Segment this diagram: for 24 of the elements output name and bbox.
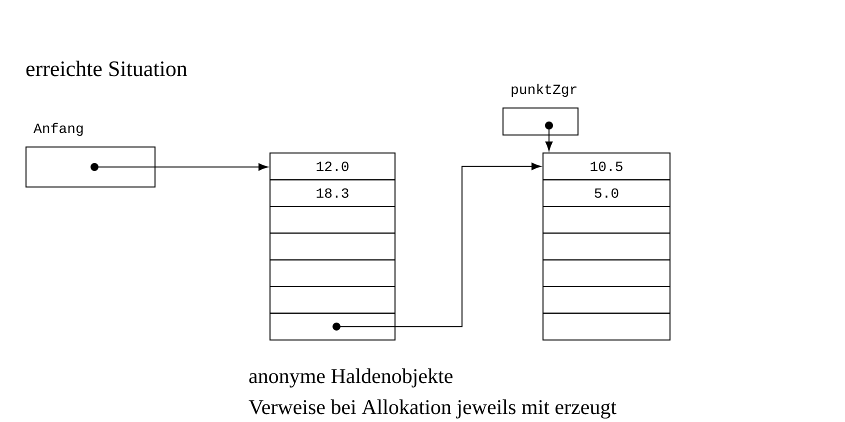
- memory-cell: [270, 312, 396, 340]
- memory-cell: [270, 232, 396, 260]
- memory-cell: 10.5: [542, 152, 670, 180]
- note: anonyme Haldenobjekte: [249, 368, 452, 388]
- arrow: [332, 162, 541, 331]
- arrow: [90, 163, 268, 171]
- pointer-variable-box: Anfang: [26, 122, 156, 188]
- memory-cell: [542, 206, 670, 234]
- memory-cell: [270, 206, 396, 234]
- memory-cell: [542, 286, 670, 314]
- memory-cell: 5.0: [542, 179, 670, 207]
- node-label: Anfang: [34, 122, 83, 136]
- note: Verweise bei Allokation jeweils mit erzeugt: [248, 399, 616, 419]
- memory-cell: [542, 232, 670, 260]
- memory-cell: 18.3: [270, 179, 396, 207]
- memory-cell: [270, 286, 396, 314]
- memory-cell: [542, 312, 670, 340]
- memory-cell: 12.0: [270, 152, 396, 180]
- pointer-variable-box: punktZgr: [502, 84, 578, 136]
- heading: erreichte Situation: [26, 60, 188, 76]
- node-label: punktZgr: [512, 84, 576, 97]
- arrow: [545, 122, 553, 151]
- memory-cell: [270, 259, 396, 288]
- memory-cell: [542, 259, 670, 288]
